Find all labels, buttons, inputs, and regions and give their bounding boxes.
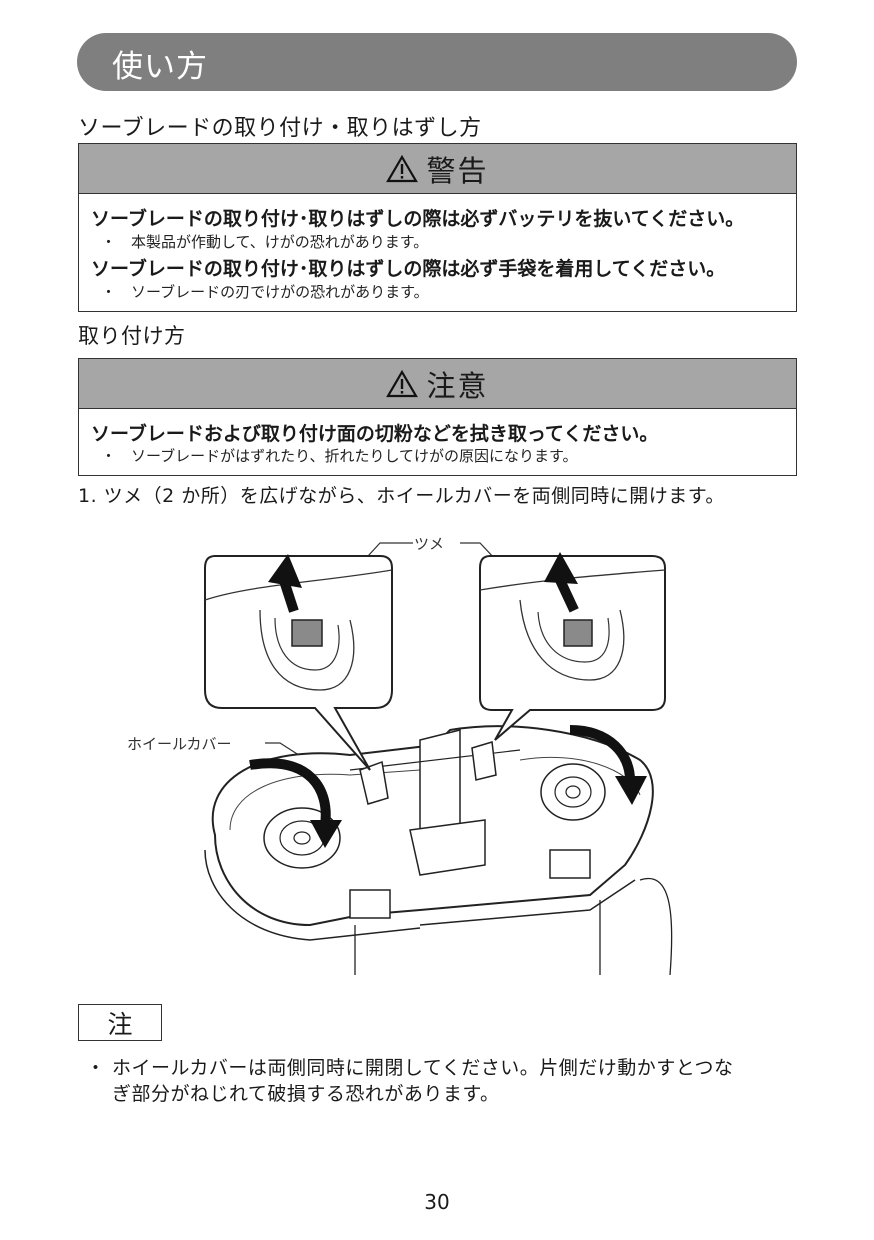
warning-item-1-sub: ・本製品が作動して、けがの恐れがあります。 bbox=[101, 233, 429, 251]
callout-wheel-cover: ホイールカバー bbox=[127, 735, 232, 753]
warning-box: 警告 ソーブレードの取り付け･取りはずしの際は必ずバッテリを抜いてください。 ・… bbox=[78, 143, 797, 312]
wheel-cover-illustration bbox=[204, 542, 673, 976]
warning-heading: 警告 bbox=[79, 144, 796, 194]
warning-item-2-main: ソーブレードの取り付け･取りはずしの際は必ず手袋を着用してください。 bbox=[91, 258, 726, 280]
note-bullet: ・ bbox=[86, 1057, 106, 1079]
caution-heading-label: 注意 bbox=[426, 368, 489, 403]
note-line-2: ぎ部分がねじれて破損する恐れがあります。 bbox=[112, 1083, 500, 1105]
step-1-text: 1. ツメ（2 か所）を広げながら、ホイールカバーを両側同時に開けます。 bbox=[78, 485, 725, 507]
warning-heading-label: 警告 bbox=[426, 153, 489, 188]
section-title: ソーブレードの取り付け・取りはずし方 bbox=[78, 116, 482, 141]
note-line-1: ホイールカバーは両側同時に開閉してください。片側だけ動かすとつな bbox=[112, 1057, 734, 1079]
claw-right bbox=[563, 619, 593, 647]
caution-item-1-main: ソーブレードおよび取り付け面の切粉などを拭き取ってください。 bbox=[91, 423, 659, 445]
warning-item-1-main: ソーブレードの取り付け･取りはずしの際は必ずバッテリを抜いてください。 bbox=[91, 208, 745, 230]
callout-claw: ツメ bbox=[414, 535, 445, 553]
warning-item-2-sub: ・ソーブレードの刃でけがの恐れがあります。 bbox=[101, 283, 429, 301]
header-bar bbox=[77, 33, 797, 91]
caution-icon bbox=[386, 369, 419, 397]
caution-box: 注意 ソーブレードおよび取り付け面の切粉などを拭き取ってください。 ・ソーブレー… bbox=[78, 358, 797, 476]
page-title: 使い方 bbox=[112, 49, 208, 85]
note-label: 注 bbox=[78, 1004, 162, 1041]
warning-icon bbox=[386, 154, 419, 182]
caution-item-1-sub: ・ソーブレードがはずれたり、折れたりしてけがの原因になります。 bbox=[101, 447, 578, 465]
caution-heading: 注意 bbox=[79, 359, 796, 409]
claw-left bbox=[291, 619, 323, 647]
install-title: 取り付け方 bbox=[78, 324, 186, 348]
page-number: 30 bbox=[424, 1190, 450, 1214]
